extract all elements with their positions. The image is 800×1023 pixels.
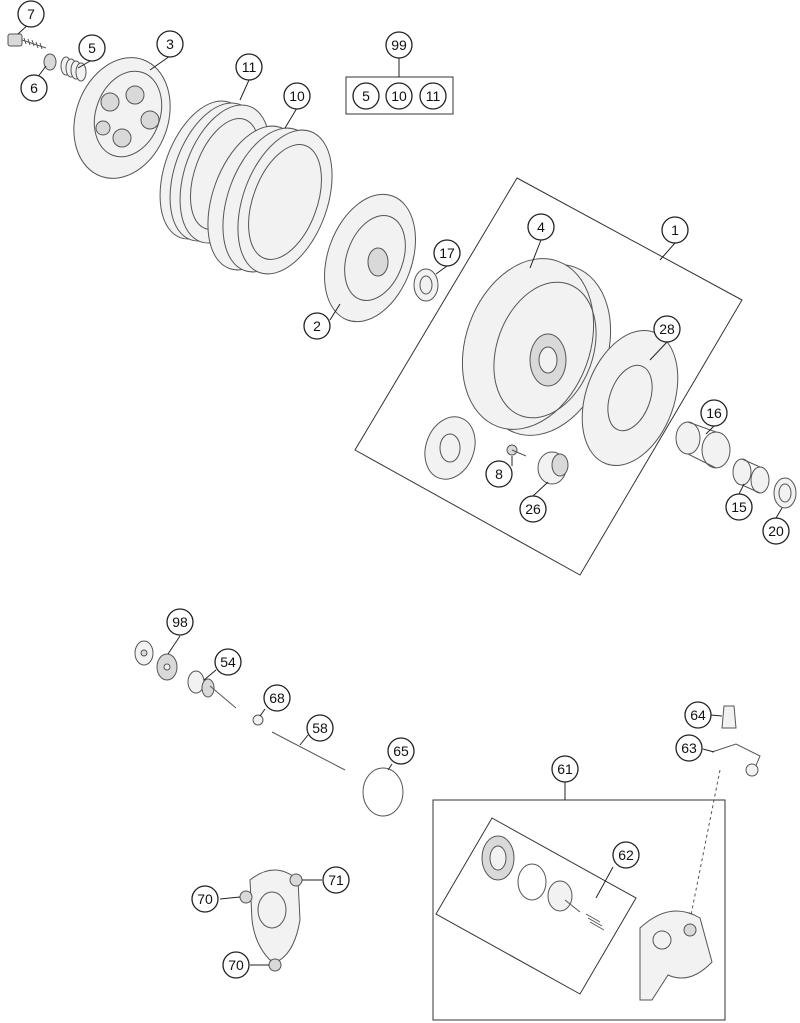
part-steel-ball — [252, 714, 264, 726]
svg-text:4: 4 — [537, 219, 545, 235]
piston-kit-box — [435, 817, 637, 995]
svg-text:98: 98 — [172, 614, 188, 630]
svg-text:7: 7 — [27, 6, 35, 22]
svg-text:62: 62 — [618, 847, 634, 863]
callout-28: 28 — [653, 315, 681, 343]
svg-text:17: 17 — [439, 245, 455, 261]
callout-68: 68 — [263, 684, 291, 712]
part-push-piece — [187, 670, 237, 709]
part-steel-plates — [207, 125, 333, 275]
part-spring — [60, 56, 87, 82]
outer-clutch-box — [354, 177, 743, 576]
callout-26: 26 — [519, 495, 547, 523]
callout-71: 71 — [322, 866, 350, 894]
callout-20: 20 — [762, 517, 790, 545]
callout-99-item-11: 11 — [419, 82, 447, 110]
part-needle-bearing — [675, 421, 731, 469]
callout-58: 58 — [306, 714, 334, 742]
part-slave-cylinder — [239, 869, 303, 972]
svg-text:68: 68 — [269, 690, 285, 706]
callout-54: 54 — [214, 648, 242, 676]
master-cylinder-box — [432, 799, 726, 1021]
svg-text:58: 58 — [312, 720, 328, 736]
callout-6: 6 — [20, 74, 48, 102]
callout-70-bottom: 70 — [222, 951, 250, 979]
svg-text:63: 63 — [681, 740, 697, 756]
callout-65: 65 — [387, 737, 415, 765]
part-clutch-master-cylinder — [639, 910, 713, 1001]
svg-text:2: 2 — [313, 318, 321, 334]
part-primary-gear — [424, 416, 476, 480]
callout-4: 4 — [527, 213, 555, 241]
callout-7: 7 — [17, 0, 45, 28]
callout-15: 15 — [725, 493, 753, 521]
callout-3: 3 — [156, 30, 184, 58]
svg-text:8: 8 — [495, 466, 503, 482]
svg-text:71: 71 — [328, 872, 344, 888]
svg-text:5: 5 — [362, 88, 370, 104]
svg-text:61: 61 — [557, 761, 573, 777]
callout-62: 62 — [612, 841, 640, 869]
part-inner-hub — [324, 193, 416, 323]
svg-text:16: 16 — [706, 405, 722, 421]
callout-63: 63 — [675, 734, 703, 762]
svg-text:15: 15 — [731, 499, 747, 515]
svg-text:3: 3 — [166, 36, 174, 52]
part-bolt — [7, 33, 47, 50]
part-bleed-screw — [721, 705, 737, 729]
svg-text:11: 11 — [242, 59, 257, 75]
svg-text:10: 10 — [391, 88, 407, 104]
svg-text:70: 70 — [228, 957, 244, 973]
svg-text:10: 10 — [289, 88, 305, 104]
part-bushing — [537, 451, 569, 485]
svg-text:28: 28 — [659, 321, 675, 337]
svg-text:70: 70 — [197, 891, 213, 907]
part-thrust-washer — [413, 268, 439, 302]
callout-99-item-5: 5 — [352, 82, 380, 110]
part-spacer-sleeve — [732, 458, 770, 494]
callout-17: 17 — [433, 239, 461, 267]
svg-text:65: 65 — [393, 743, 409, 759]
callout-99: 99 — [385, 31, 413, 59]
svg-text:11: 11 — [426, 88, 441, 104]
svg-text:20: 20 — [768, 523, 784, 539]
callout-61: 61 — [551, 755, 579, 783]
part-washer — [43, 53, 57, 71]
part-outer-basket — [461, 258, 612, 436]
part-piston-kit — [481, 835, 605, 931]
callout-2: 2 — [303, 312, 331, 340]
svg-text:54: 54 — [220, 654, 236, 670]
callout-1: 1 — [661, 216, 689, 244]
callout-64: 64 — [684, 701, 712, 729]
part-push-rod — [271, 731, 346, 771]
svg-text:99: 99 — [391, 37, 407, 53]
callout-5: 5 — [78, 34, 106, 62]
callout-10: 10 — [283, 82, 311, 110]
part-o-ring — [362, 767, 404, 817]
callout-70-top: 70 — [191, 885, 219, 913]
callout-11: 11 — [235, 53, 263, 81]
part-banjo-line — [689, 743, 761, 921]
svg-text:6: 6 — [30, 80, 38, 96]
callout-8: 8 — [485, 460, 513, 488]
svg-text:64: 64 — [690, 707, 706, 723]
svg-text:26: 26 — [525, 501, 541, 517]
part-pin — [506, 444, 527, 457]
callout-98: 98 — [166, 608, 194, 636]
svg-text:5: 5 — [88, 40, 96, 56]
part-pressure-cap — [73, 57, 171, 179]
callout-99-item-10: 10 — [385, 82, 413, 110]
callout-16: 16 — [700, 399, 728, 427]
part-end-washer — [773, 477, 797, 509]
svg-text:1: 1 — [671, 222, 679, 238]
part-washer-set — [134, 640, 178, 681]
